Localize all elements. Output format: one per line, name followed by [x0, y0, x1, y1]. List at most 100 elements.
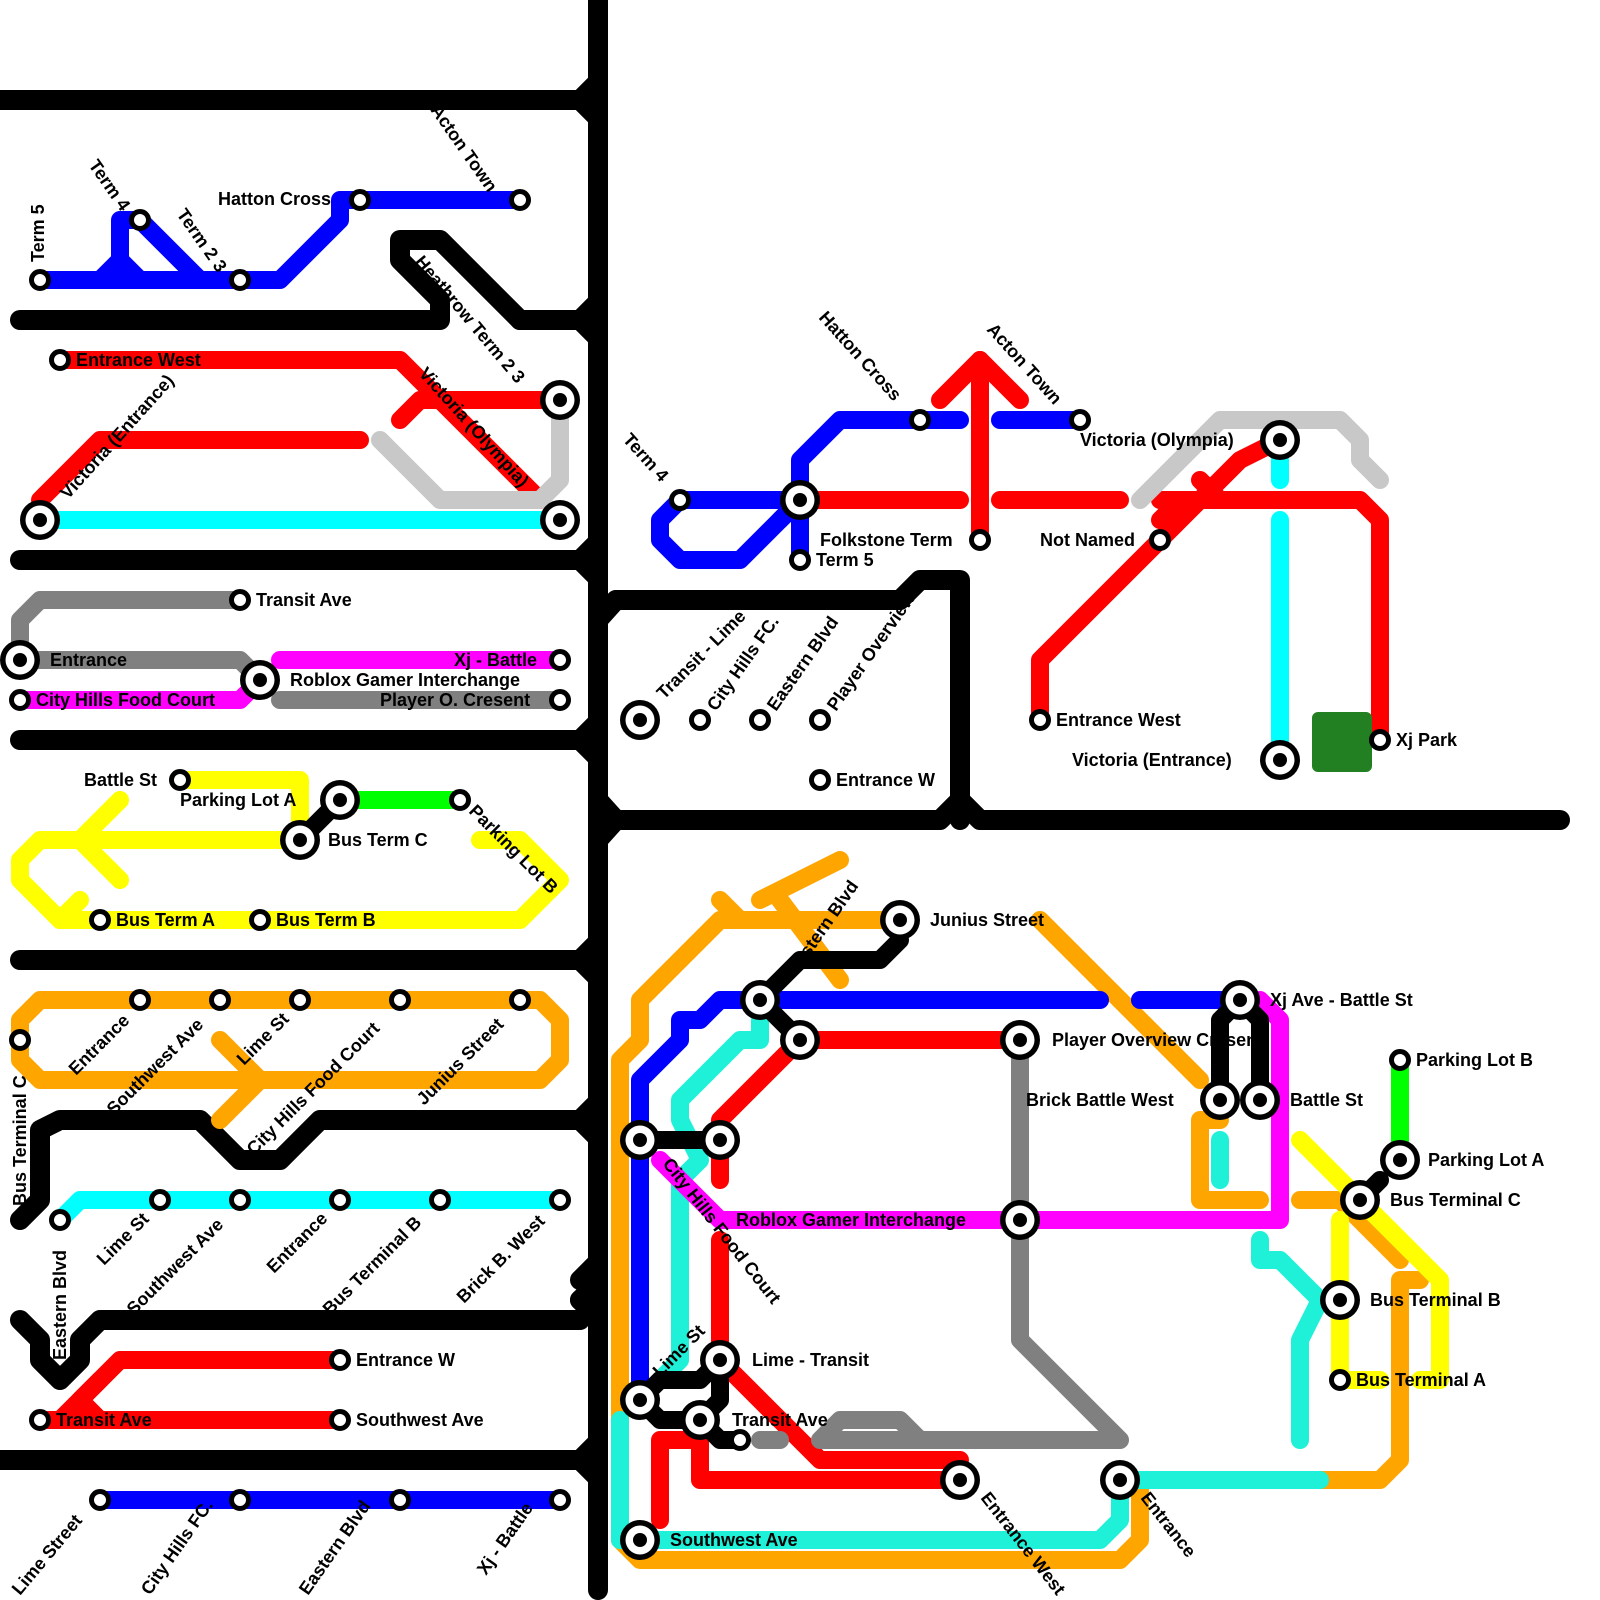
park-block [1312, 712, 1372, 772]
station-stop[interactable] [452, 792, 469, 809]
station-interchange[interactable] [1000, 1020, 1040, 1060]
station-interchange[interactable] [280, 820, 320, 860]
station-interchange[interactable] [540, 500, 580, 540]
station-stop[interactable] [332, 1192, 349, 1209]
station-interchange[interactable] [620, 1520, 660, 1560]
station-stop[interactable] [12, 1032, 29, 1049]
station-interchange[interactable] [740, 980, 780, 1020]
station-stop[interactable] [812, 712, 829, 729]
station-stop[interactable] [1072, 412, 1089, 429]
station-interchange[interactable] [1200, 1080, 1240, 1120]
station-interchange[interactable] [1260, 420, 1300, 460]
station-stop[interactable] [1372, 732, 1389, 749]
station-stop[interactable] [172, 772, 189, 789]
station-label: Xj - Battle [454, 650, 537, 670]
station-interchange[interactable] [1100, 1460, 1140, 1500]
station-interchange[interactable] [1340, 1180, 1380, 1220]
station-stop[interactable] [52, 352, 69, 369]
station-stop[interactable] [232, 1192, 249, 1209]
station-label: Entrance W [836, 770, 935, 790]
station-interchange[interactable] [1220, 980, 1260, 1020]
station-stop[interactable] [92, 912, 109, 929]
station-interchange[interactable] [700, 1340, 740, 1380]
station-stop[interactable] [132, 992, 149, 1009]
station-interchange[interactable] [20, 500, 60, 540]
station-label: Eastern Blvd [295, 1497, 375, 1599]
station-stop[interactable] [232, 1492, 249, 1509]
station-label: Victoria (Entrance) [1072, 750, 1232, 770]
station-stop[interactable] [1332, 1372, 1349, 1389]
station-stop[interactable] [132, 212, 149, 229]
station-stop[interactable] [552, 1492, 569, 1509]
station-stop[interactable] [672, 492, 689, 509]
station-stop[interactable] [552, 1192, 569, 1209]
station-stop[interactable] [32, 1412, 49, 1429]
station-label: Lime St [93, 1209, 153, 1269]
line-p10-yellow [1300, 1140, 1440, 1380]
station-interchange[interactable] [680, 1400, 720, 1440]
station-interchange[interactable] [700, 1120, 740, 1160]
station-label: Bus Terminal B [1370, 1290, 1501, 1310]
station-stop[interactable] [1152, 532, 1169, 549]
station-stop[interactable] [512, 992, 529, 1009]
station-stop[interactable] [292, 992, 309, 1009]
station-interchange[interactable] [540, 380, 580, 420]
station-label: Southwest Ave [356, 1410, 484, 1430]
station-label: Transit Ave [256, 590, 352, 610]
station-interchange[interactable] [1380, 1140, 1420, 1180]
station-stop[interactable] [332, 1352, 349, 1369]
station-stop[interactable] [392, 1492, 409, 1509]
station-stop[interactable] [232, 592, 249, 609]
station-stop[interactable] [92, 1492, 109, 1509]
station-stop[interactable] [392, 992, 409, 1009]
station-stop[interactable] [552, 652, 569, 669]
station-stop[interactable] [252, 912, 269, 929]
station-label: Junius Street [413, 1014, 508, 1109]
station-interchange[interactable] [320, 780, 360, 820]
station-stop[interactable] [152, 1192, 169, 1209]
station-interchange[interactable] [240, 660, 280, 700]
station-stop[interactable] [552, 692, 569, 709]
station-interchange[interactable] [780, 480, 820, 520]
station-interchange[interactable] [620, 1120, 660, 1160]
station-stop[interactable] [1392, 1052, 1409, 1069]
station-label: Bus Term C [328, 830, 428, 850]
station-stop[interactable] [732, 1432, 749, 1449]
station-stop[interactable] [12, 692, 29, 709]
station-stop[interactable] [752, 712, 769, 729]
station-stop[interactable] [432, 1192, 449, 1209]
station-interchange[interactable] [1260, 740, 1300, 780]
station-stop[interactable] [512, 192, 529, 209]
station-stop[interactable] [352, 192, 369, 209]
station-interchange[interactable] [620, 700, 660, 740]
station-stop[interactable] [52, 1212, 69, 1229]
station-label: Hatton Cross [218, 189, 331, 209]
station-stop[interactable] [212, 992, 229, 1009]
station-interchange[interactable] [880, 900, 920, 940]
station-interchange[interactable] [940, 1460, 980, 1500]
station-interchange[interactable] [780, 1020, 820, 1060]
station-label: Parking Lot B [1416, 1050, 1533, 1070]
station-stop[interactable] [972, 532, 989, 549]
station-label: Bus Terminal C [1390, 1190, 1521, 1210]
station-stop[interactable] [1032, 712, 1049, 729]
station-stop[interactable] [232, 272, 249, 289]
station-label: Lime - Transit [752, 1350, 869, 1370]
station-stop[interactable] [332, 1412, 349, 1429]
station-label: Parking Lot A [1428, 1150, 1544, 1170]
station-interchange[interactable] [1000, 1200, 1040, 1240]
station-interchange[interactable] [1320, 1280, 1360, 1320]
station-stop[interactable] [792, 552, 809, 569]
station-interchange[interactable] [1240, 1080, 1280, 1120]
station-label: Entrance West [1056, 710, 1181, 730]
station-interchange[interactable] [620, 1380, 660, 1420]
station-stop[interactable] [692, 712, 709, 729]
station-stop[interactable] [32, 272, 49, 289]
station-stop[interactable] [812, 772, 829, 789]
station-stop[interactable] [912, 412, 929, 429]
station-interchange[interactable] [0, 640, 40, 680]
station-label: Player O. Cresent [380, 690, 530, 710]
station-label: Entrance [263, 1208, 332, 1277]
station-label: Lime St [233, 1009, 293, 1069]
